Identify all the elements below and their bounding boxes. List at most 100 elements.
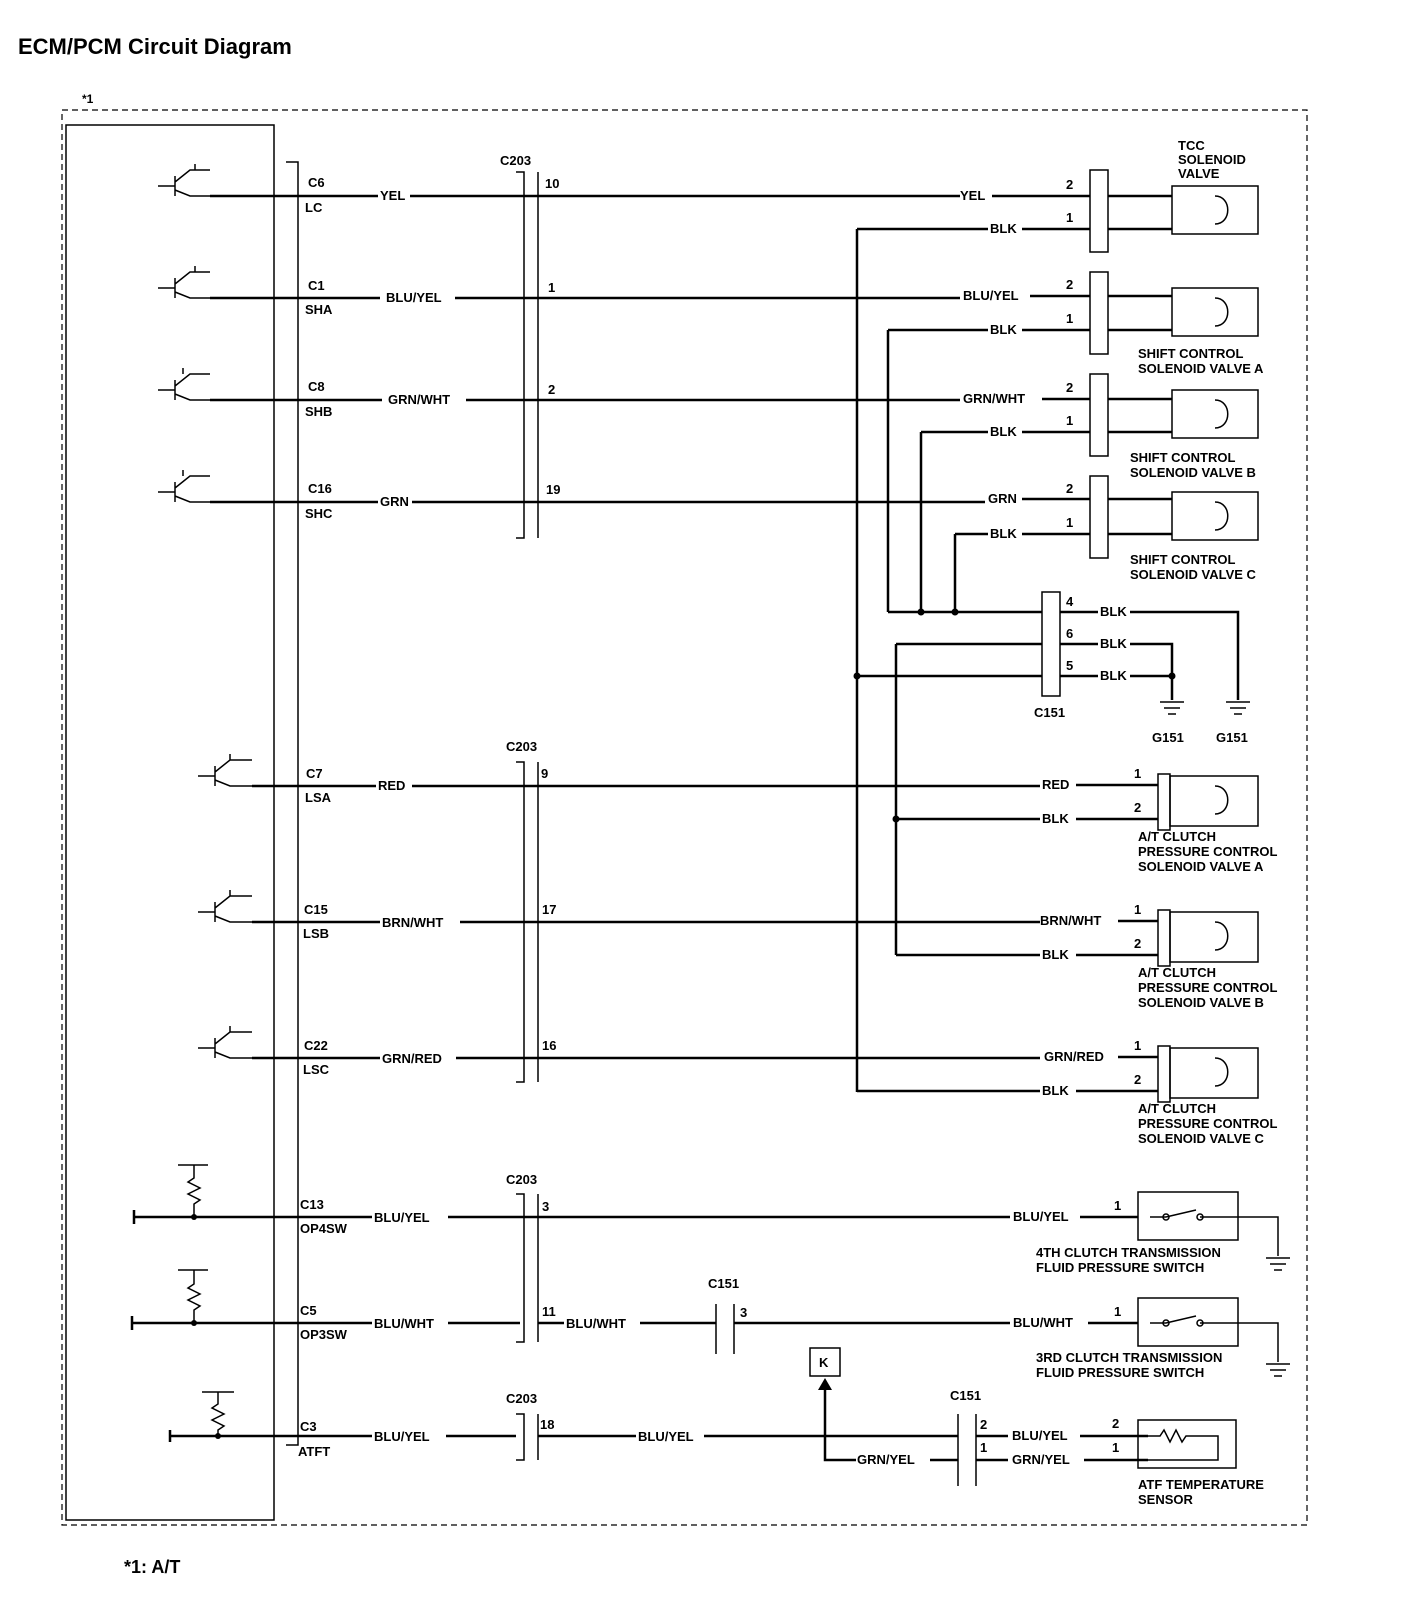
c203-pin-label: 3	[542, 1199, 549, 1214]
component-label: SOLENOID VALVE A	[1138, 361, 1264, 376]
shift-solenoid-c	[1171, 491, 1259, 541]
signal-label: ATFT	[298, 1444, 330, 1459]
pin-label: 2	[1066, 380, 1073, 395]
wire-color-label: GRN	[988, 491, 1017, 506]
resistor-icon	[178, 1164, 208, 1217]
arrow-up-icon	[818, 1378, 832, 1390]
pin-label: 1	[1134, 1038, 1141, 1053]
pin-label: 1	[1114, 1304, 1121, 1319]
connector-label: C151	[950, 1388, 981, 1403]
ecm-pin-label: C16	[308, 481, 332, 496]
ground-icon	[1160, 701, 1184, 715]
component-label: PRESSURE CONTROL	[1138, 980, 1277, 995]
component-label: A/T CLUTCH	[1138, 1101, 1216, 1116]
signal-label: SHB	[305, 404, 332, 419]
resistor-icon	[202, 1391, 234, 1436]
wire-color-label: GRN/YEL	[1012, 1452, 1070, 1467]
pin-label: 2	[980, 1417, 987, 1432]
c203-connector-atft	[516, 1413, 539, 1461]
component-label: SHIFT CONTROL	[1130, 450, 1235, 465]
wire-color-label: BLK	[990, 526, 1017, 541]
wire-color-label: BLK	[1100, 636, 1127, 651]
component-label: SOLENOID VALVE C	[1138, 1131, 1265, 1146]
wire-color-label: GRN/WHT	[963, 391, 1025, 406]
wire-color-label: BRN/WHT	[382, 915, 443, 930]
atf-temperature-sensor	[1137, 1419, 1237, 1469]
ecm-pin-label: C15	[304, 902, 328, 917]
component-label: 3RD CLUTCH TRANSMISSION	[1036, 1350, 1222, 1365]
component-label: A/T CLUTCH	[1138, 829, 1216, 844]
note-marker: *1	[82, 92, 94, 106]
wire-color-label: BLK	[990, 221, 1017, 236]
component-connector	[1157, 773, 1171, 831]
wire-color-label: BLU/YEL	[1013, 1209, 1069, 1224]
ecm-pin-label: C5	[300, 1303, 317, 1318]
wire-color-label: BLU/YEL	[963, 288, 1019, 303]
wire-color-label: BRN/WHT	[1040, 913, 1101, 928]
tcc-solenoid	[1171, 185, 1259, 235]
pressure-switch-3rd	[1137, 1297, 1239, 1347]
ecm-pin-label: C6	[308, 175, 325, 190]
circuit-lsc: C22 LSC GRN/RED 16 GRN/RED 1 BLK 2 A/T C…	[198, 1026, 1277, 1146]
ground-bus-2	[886, 330, 957, 612]
ecm-pin-label: C22	[304, 1038, 328, 1053]
pin-label: 2	[1134, 800, 1141, 815]
signal-label: LSC	[303, 1062, 330, 1077]
page-title: ECM/PCM Circuit Diagram	[18, 34, 292, 59]
wire-color-label: BLU/YEL	[374, 1210, 430, 1225]
connector-label: C203	[506, 739, 537, 754]
pin-label: 1	[1066, 210, 1073, 225]
component-label: FLUID PRESSURE SWITCH	[1036, 1365, 1204, 1380]
wire-color-label: GRN/RED	[382, 1051, 442, 1066]
c203-connector-mid: C203	[506, 739, 539, 1083]
signal-label: LSA	[305, 790, 332, 805]
pin-label: 3	[740, 1305, 747, 1320]
coil-icon	[1214, 501, 1229, 531]
component-connector	[1089, 169, 1109, 253]
connector-label: C203	[506, 1172, 537, 1187]
wire-color-label: GRN	[380, 494, 409, 509]
wire-color-label: RED	[378, 778, 405, 793]
circuit-op4sw: C13 OP4SW BLU/YEL 3 BLU/YEL 1 4TH CLUTCH…	[132, 1164, 1290, 1275]
wire-color-label: BLK	[1100, 668, 1127, 683]
component-label: 4TH CLUTCH TRANSMISSION	[1036, 1245, 1221, 1260]
clutch-solenoid-b	[1169, 911, 1259, 963]
wire-color-label: GRN/YEL	[857, 1452, 915, 1467]
shift-solenoid-b	[1171, 389, 1259, 439]
pin-label: 1	[1066, 515, 1073, 530]
pin-label: 2	[1066, 277, 1073, 292]
ground-bus-3	[894, 642, 1042, 955]
wire-color-label: GRN/WHT	[388, 392, 450, 407]
connector-k-box	[809, 1347, 841, 1377]
wire-color-label: YEL	[960, 188, 985, 203]
pin-label: 1	[980, 1440, 987, 1455]
wire-color-label: BLK	[1100, 604, 1127, 619]
wire-color-label: BLU/YEL	[386, 290, 442, 305]
c151-connector	[715, 1304, 735, 1354]
ecm-pin-label: C8	[308, 379, 325, 394]
c151-ground-connector: C151 4 6 5 BLK BLK BLK G151 G151	[1034, 591, 1250, 745]
transistor-icon	[198, 890, 252, 923]
coil-icon	[1214, 297, 1229, 327]
coil-icon	[1214, 399, 1229, 429]
pin-label: 5	[1066, 658, 1073, 673]
signal-label: LSB	[303, 926, 329, 941]
signal-label: OP4SW	[300, 1221, 348, 1236]
ecm-frame	[61, 109, 1308, 1526]
shift-solenoid-a	[1171, 287, 1259, 337]
c203-pin-label: 19	[546, 482, 560, 497]
component-label: SOLENOID VALVE C	[1130, 567, 1257, 582]
ground-label: G151	[1216, 730, 1248, 745]
pin-label: 1	[1112, 1440, 1119, 1455]
c203-pin-label: 16	[542, 1038, 556, 1053]
signal-label: SHA	[305, 302, 333, 317]
wire-color-label: BLK	[1042, 947, 1069, 962]
c203-connector-top: C203	[500, 153, 539, 539]
component-label: PRESSURE CONTROL	[1138, 1116, 1277, 1131]
ground-icon	[1226, 701, 1250, 715]
wire-color-label: YEL	[380, 188, 405, 203]
ground-icon	[1266, 1363, 1290, 1377]
pin-label: 1	[1066, 413, 1073, 428]
circuit-sha: C1 SHA BLU/YEL 1 BLU/YEL 2 BLK 1 SHIFT C…	[158, 266, 1264, 376]
component-connector	[1157, 1045, 1171, 1103]
